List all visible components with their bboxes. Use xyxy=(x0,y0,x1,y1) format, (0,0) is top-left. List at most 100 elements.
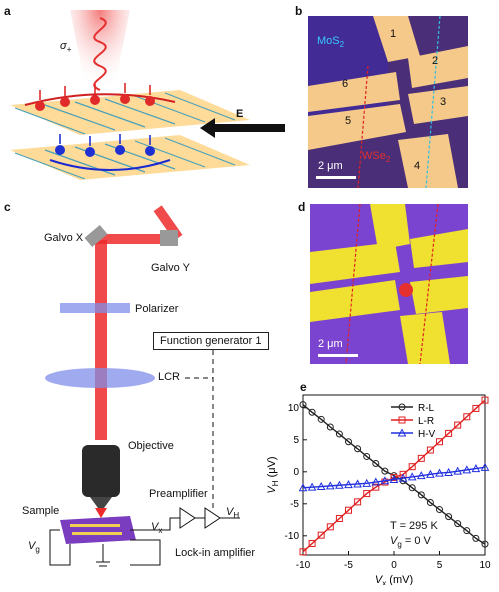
sample-chip xyxy=(60,516,136,544)
data-point-R-L xyxy=(326,423,334,431)
scalebar-d: 2 μm xyxy=(318,338,343,350)
micrograph-d xyxy=(310,204,468,364)
data-point-H-V xyxy=(380,476,390,485)
panel-e-letter: e xyxy=(300,380,307,394)
polarizer-plate xyxy=(60,303,130,313)
y-tick-label: -5 xyxy=(290,499,299,510)
data-point-R-L xyxy=(354,445,362,453)
data-point-R-L xyxy=(445,513,453,521)
data-point-R-L xyxy=(299,401,307,409)
data-point-R-L xyxy=(426,499,434,507)
data-point-R-L xyxy=(454,520,462,528)
lockin-label: Lock-in amplifier xyxy=(175,547,256,559)
data-point-H-V xyxy=(307,482,317,491)
sigma-label: σ+ xyxy=(60,40,72,55)
galvo-x-mirror xyxy=(84,224,108,248)
data-point-L-R xyxy=(345,506,352,514)
y-axis-label: VH (μV) xyxy=(266,456,280,493)
wse2-label: WSe2 xyxy=(362,150,391,165)
data-point-L-R xyxy=(436,438,443,446)
data-point-L-R xyxy=(445,429,453,437)
bottom-valley-path xyxy=(49,159,171,171)
data-point-H-V xyxy=(316,481,326,491)
data-point-H-V xyxy=(407,472,417,481)
lcr-label: LCR xyxy=(158,371,181,383)
data-point-H-V xyxy=(353,479,362,488)
panel-b-letter: b xyxy=(295,4,303,18)
contact-6: 6 xyxy=(342,78,349,90)
top-layer xyxy=(10,90,250,135)
data-point-L-R xyxy=(326,523,334,531)
panel-a-letter: a xyxy=(4,4,11,18)
data-point-L-R xyxy=(481,396,489,404)
data-point-H-V xyxy=(325,481,335,490)
setup-diagram xyxy=(45,205,240,567)
data-point-H-V xyxy=(371,477,381,486)
data-point-H-V xyxy=(298,483,308,492)
legend-label-H-V: H-V xyxy=(418,429,436,440)
polarizer-label: Polarizer xyxy=(135,303,179,315)
data-point-L-R xyxy=(308,539,316,547)
data-point-L-R xyxy=(317,531,325,539)
y-tick-label: 5 xyxy=(293,435,299,446)
lcr-plate xyxy=(45,368,155,388)
data-point-R-L xyxy=(308,408,316,416)
contact-1: 1 xyxy=(390,28,397,40)
y-tick-label: -10 xyxy=(285,531,300,542)
data-point-H-V xyxy=(362,478,372,487)
circular-polarization-wave xyxy=(93,17,107,91)
vg-label: Vg xyxy=(28,540,40,555)
objective-body xyxy=(82,445,120,497)
data-point-R-L xyxy=(408,484,416,492)
data-point-H-V xyxy=(426,469,435,478)
data-point-R-L xyxy=(481,540,489,548)
contact-2: 2 xyxy=(432,55,439,67)
data-point-H-V xyxy=(335,480,344,489)
x-tick-label: -10 xyxy=(296,560,311,571)
light-beam xyxy=(70,10,130,110)
field-arrow-icon xyxy=(200,118,285,138)
data-point-L-R xyxy=(335,515,343,523)
data-point-R-L xyxy=(345,438,352,446)
field-label: E xyxy=(236,108,244,120)
panel-a-illustration xyxy=(10,10,285,180)
x-tick-label: 0 xyxy=(391,560,397,571)
legend-label-R-L: R-L xyxy=(418,403,435,414)
data-point-H-V xyxy=(471,464,481,473)
micrograph-b xyxy=(308,16,468,188)
data-point-R-L xyxy=(472,534,480,542)
panel-d-letter: d xyxy=(298,200,306,214)
contact-5: 5 xyxy=(345,115,352,127)
y-tick-label: 0 xyxy=(293,467,299,478)
data-point-L-R xyxy=(399,470,407,478)
scalebar-b: 2 μm xyxy=(318,160,343,172)
data-point-L-R xyxy=(417,454,425,462)
legend-marker-L-R xyxy=(398,416,406,424)
legend-marker-H-V xyxy=(397,428,407,437)
data-point-R-L xyxy=(463,527,471,535)
contact-4: 4 xyxy=(414,160,421,172)
data-point-L-R xyxy=(454,421,462,429)
data-point-H-V xyxy=(344,480,353,489)
annotation-Vg: Vg = 0 V xyxy=(390,535,431,550)
data-point-L-R xyxy=(363,490,371,498)
data-point-R-L xyxy=(363,452,371,460)
data-point-H-V xyxy=(416,471,426,480)
data-point-L-R xyxy=(426,446,434,454)
data-point-R-L xyxy=(372,459,380,467)
bottom-layer xyxy=(10,135,250,180)
function-generator-box: Function generator 1 xyxy=(153,332,269,350)
x-axis-label: Vx (mV) xyxy=(375,574,413,585)
legend-label-L-R: L-R xyxy=(418,416,434,427)
x-tick-label: 5 xyxy=(437,560,443,571)
data-point-L-R xyxy=(463,413,471,421)
data-point-H-V xyxy=(462,465,472,474)
data-point-L-R xyxy=(372,483,380,491)
data-point-R-L xyxy=(436,506,443,514)
data-point-L-R xyxy=(390,474,398,482)
galvo-y-mirror xyxy=(160,230,178,246)
galvo-x-label: Galvo X xyxy=(44,232,84,244)
data-point-H-V xyxy=(389,474,399,483)
preamplifier-label: Preamplifier xyxy=(149,488,208,500)
